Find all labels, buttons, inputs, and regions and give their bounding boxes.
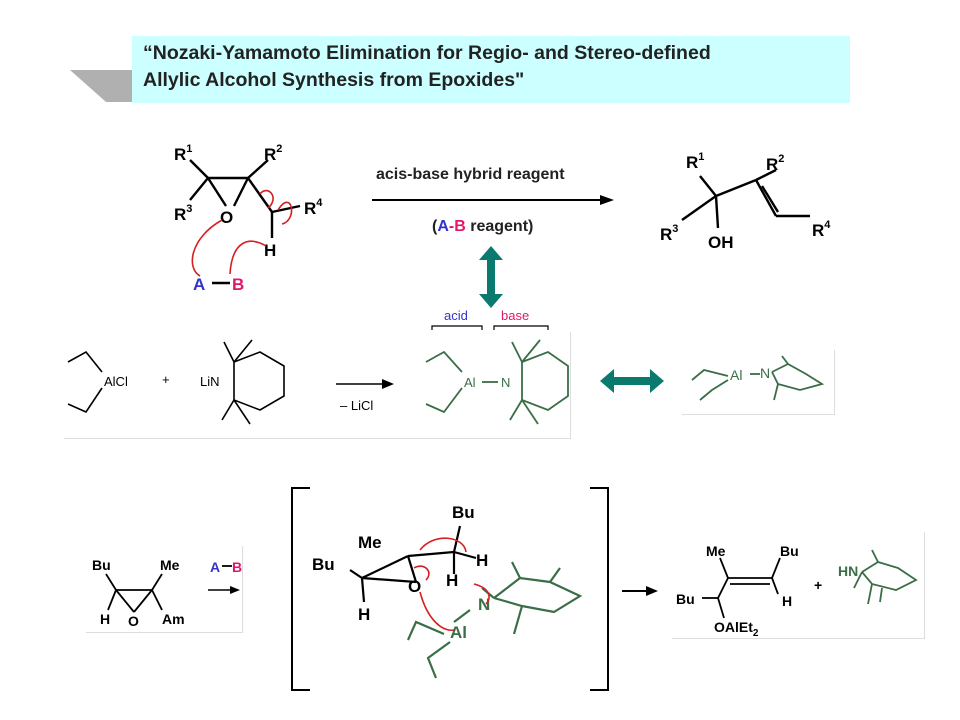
- final-product-structure: Me Bu Bu H OAlEt2 + HN: [676, 543, 918, 638]
- electron-arrows: [191, 189, 293, 277]
- ex-b: B: [232, 559, 242, 575]
- fp-bu-right: Bu: [780, 543, 799, 559]
- title-banner: [132, 36, 850, 103]
- transition-state-bracket: [291, 487, 609, 691]
- base-b-label: B: [232, 275, 244, 294]
- acid-a-label: A: [193, 275, 205, 294]
- ex-a: A: [210, 559, 220, 575]
- fp-oalet: OAlEt2: [714, 619, 759, 638]
- ts-bu-left: Bu: [312, 555, 335, 574]
- reagent-prep-scheme: acid base AlCl + LiN – LiCl Al N: [67, 308, 569, 425]
- ts-electron-arrows: [413, 537, 490, 631]
- product-oh: OH: [708, 233, 734, 252]
- fp-hn: HN: [838, 563, 858, 579]
- ex-h: H: [100, 611, 110, 627]
- title-line-2: Allylic Alcohol Synthesis from Epoxides": [143, 69, 525, 91]
- ts-h-right1: H: [476, 551, 488, 570]
- n-label: N: [501, 375, 510, 390]
- ex-bu: Bu: [92, 557, 111, 573]
- ts-n: N: [478, 595, 490, 614]
- licl-label: – LiCl: [340, 398, 373, 413]
- alcl-label: AlCl: [104, 374, 128, 389]
- epoxide-hydrogen: H: [264, 241, 276, 260]
- final-arrow: [622, 586, 658, 596]
- ts-al: Al: [450, 623, 467, 642]
- epoxide-oxygen: O: [220, 208, 233, 227]
- reagent-name: acis-base hybrid reagent: [376, 166, 565, 183]
- example-epoxide: Bu Me H O Am A B: [92, 557, 242, 629]
- reagent-prep-panel: [64, 332, 571, 439]
- al-label: Al: [464, 375, 476, 390]
- title-line-1: “Nozaki-Yamamoto Elimination for Regio- …: [143, 42, 711, 64]
- r3-label: R3: [174, 203, 192, 224]
- fp-plus: +: [814, 577, 822, 593]
- reaction-arrow: [372, 195, 614, 205]
- ts-me: Me: [358, 533, 382, 552]
- r4-label: R4: [304, 197, 323, 218]
- conformer-al: Al: [730, 367, 742, 383]
- r2-label: R2: [264, 143, 282, 164]
- r1-label: R1: [174, 143, 192, 164]
- base-label: base: [501, 308, 529, 323]
- allylic-alcohol-structure: R1 R2 R3 R4 OH: [660, 151, 831, 252]
- product-r3: R3: [660, 223, 678, 244]
- product-r2: R2: [766, 153, 784, 174]
- ts-h-right2: H: [446, 571, 458, 590]
- epoxide-structure: R1 R2 R3 R4 O H A B: [174, 143, 323, 294]
- ab-reagent-label: (A-B reagent): [432, 218, 534, 235]
- product-r1: R1: [686, 151, 704, 172]
- ex-me: Me: [160, 557, 180, 573]
- fp-bu-left: Bu: [676, 591, 695, 607]
- ts-o: O: [408, 577, 421, 596]
- transition-state-panel: [304, 492, 592, 686]
- ts-bu-top: Bu: [452, 503, 475, 522]
- ts-h-bottom: H: [358, 605, 370, 624]
- final-product-panel: [672, 532, 925, 639]
- banner-shadow: [70, 70, 134, 102]
- horizontal-double-arrow: [600, 369, 664, 393]
- ex-am: Am: [162, 611, 185, 627]
- slide-title: “Nozaki-Yamamoto Elimination for Regio- …: [143, 40, 843, 94]
- vertical-double-arrow: [479, 246, 503, 308]
- lin-label: LiN: [200, 374, 220, 389]
- acid-label: acid: [444, 308, 468, 323]
- fp-h: H: [782, 593, 792, 609]
- transition-state-structure: Bu Me Bu O H H H N Al: [312, 503, 583, 679]
- conformer-panel: [682, 350, 835, 415]
- ex-o: O: [128, 613, 139, 629]
- fp-me: Me: [706, 543, 726, 559]
- plus-1: +: [162, 372, 170, 387]
- product-r4: R4: [812, 219, 831, 240]
- conformer-structure: Al N: [691, 355, 825, 401]
- conformer-n: N: [760, 365, 770, 381]
